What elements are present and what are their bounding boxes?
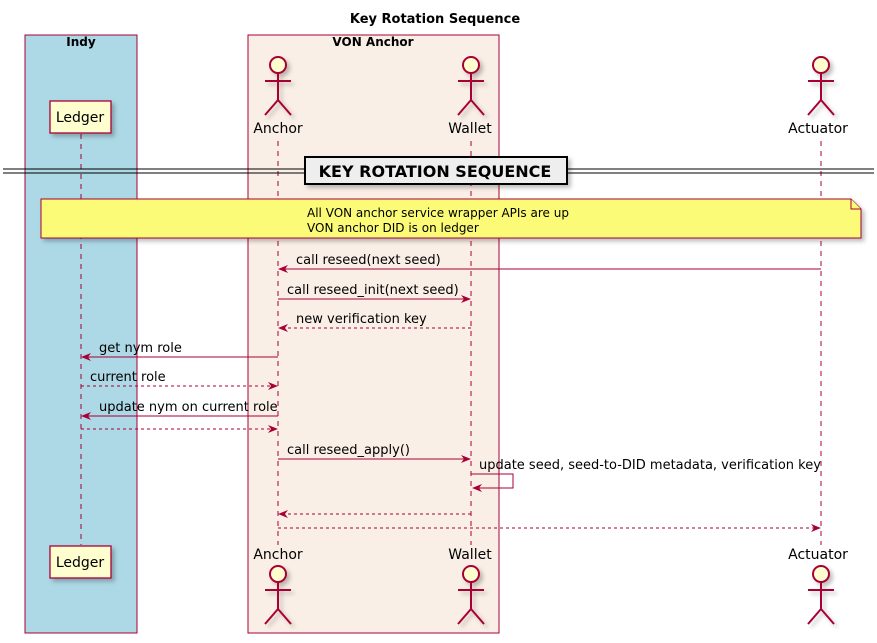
message-1: call reseed(next seed) bbox=[278, 253, 821, 273]
diagram-title: Key Rotation Sequence bbox=[350, 12, 520, 27]
message-5: current role bbox=[81, 370, 278, 390]
actuator-actor-top-icon bbox=[807, 56, 835, 116]
message-label: update nym on current role bbox=[99, 400, 278, 415]
message-4: get nym role bbox=[81, 341, 278, 361]
message-8: call reseed_apply() bbox=[278, 443, 471, 463]
anchor-label-bottom: Anchor bbox=[253, 547, 303, 563]
von-anchor-box bbox=[247, 34, 500, 634]
wallet-actor-bottom-icon bbox=[457, 565, 485, 625]
wallet-actor-top-icon bbox=[457, 56, 485, 116]
message-6: update nym on current role bbox=[81, 400, 278, 420]
messages: call reseed(next seed) call reseed_init(n… bbox=[81, 253, 821, 532]
message-label: current role bbox=[90, 370, 166, 385]
message-label: update seed, seed-to-DID metadata, verif… bbox=[479, 458, 821, 473]
ledger-participant-bottom: Ledger bbox=[49, 545, 112, 579]
note-line-2: VON anchor DID is on ledger bbox=[307, 221, 479, 235]
actuator-actor-bottom-icon bbox=[807, 565, 835, 625]
message-label: call reseed_apply() bbox=[287, 443, 410, 458]
note: All VON anchor service wrapper APIs are … bbox=[40, 198, 862, 239]
message-3: new verification key bbox=[278, 312, 471, 332]
ledger-label-bottom: Ledger bbox=[56, 555, 105, 571]
anchor-actor-bottom-icon bbox=[264, 565, 292, 625]
wallet-label-bottom: Wallet bbox=[448, 547, 492, 563]
message-arrow bbox=[471, 473, 514, 492]
message-label: call reseed(next seed) bbox=[296, 253, 441, 268]
note-line-1: All VON anchor service wrapper APIs are … bbox=[307, 206, 569, 220]
actuator-label-top: Actuator bbox=[788, 121, 848, 137]
message-2: call reseed_init(next seed) bbox=[278, 283, 471, 303]
von-anchor-box-label: VON Anchor bbox=[332, 35, 413, 49]
anchor-label-top: Anchor bbox=[253, 121, 303, 137]
anchor-actor-top-icon bbox=[264, 56, 292, 116]
message-label: new verification key bbox=[296, 312, 427, 327]
section-divider-label: KEY ROTATION SEQUENCE bbox=[319, 162, 552, 181]
ledger-label-top: Ledger bbox=[56, 110, 105, 126]
message-label: get nym role bbox=[99, 341, 182, 356]
section-divider: KEY ROTATION SEQUENCE bbox=[3, 156, 874, 185]
actuator-label-bottom: Actuator bbox=[788, 547, 848, 563]
indy-box-label: Indy bbox=[66, 35, 96, 49]
message-9: update seed, seed-to-DID metadata, verif… bbox=[471, 458, 821, 492]
ledger-participant-top: Ledger bbox=[49, 100, 112, 134]
message-label: call reseed_init(next seed) bbox=[287, 283, 459, 298]
wallet-label-top: Wallet bbox=[448, 121, 492, 137]
